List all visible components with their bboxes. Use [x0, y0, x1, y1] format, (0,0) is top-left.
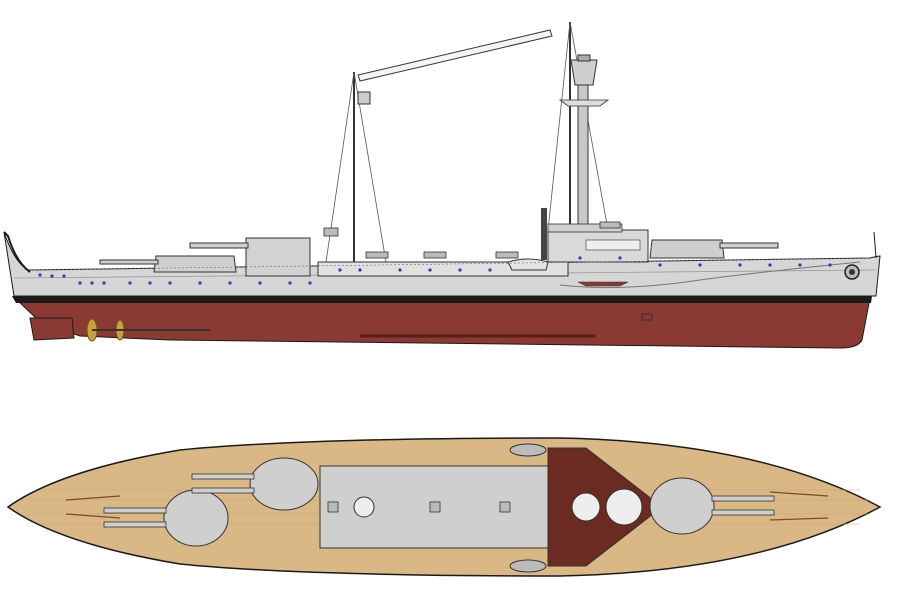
hull-lower: [13, 297, 871, 349]
turret-b: [189, 237, 311, 277]
bridge-plan: [547, 447, 663, 567]
boat-starboard: [509, 559, 547, 573]
propeller: [86, 318, 210, 342]
exhaust-pipe: [541, 208, 547, 260]
hull-upper: [3, 231, 881, 297]
secondary-guns-plan: [327, 501, 511, 513]
foremast-base: [353, 496, 375, 518]
boot-topping: [12, 296, 872, 303]
derrick-boom: [357, 29, 553, 82]
rudder: [29, 317, 75, 341]
superstructure: [317, 261, 569, 277]
mainmast: [547, 21, 610, 231]
mainmast-base: [571, 492, 601, 522]
turret-a-plan: [103, 489, 229, 547]
turret-x-plan: [649, 477, 775, 535]
foremast: [325, 71, 387, 263]
side-profile-view: [3, 21, 881, 349]
turret-x: [649, 239, 779, 259]
ships-boat: [507, 258, 549, 271]
plan-view: [6, 437, 882, 577]
anchor-chains: [65, 491, 829, 521]
portholes: [38, 256, 832, 285]
secondary-guns: [323, 221, 621, 259]
boat-port: [509, 443, 547, 457]
turret-b-plan: [191, 457, 319, 511]
